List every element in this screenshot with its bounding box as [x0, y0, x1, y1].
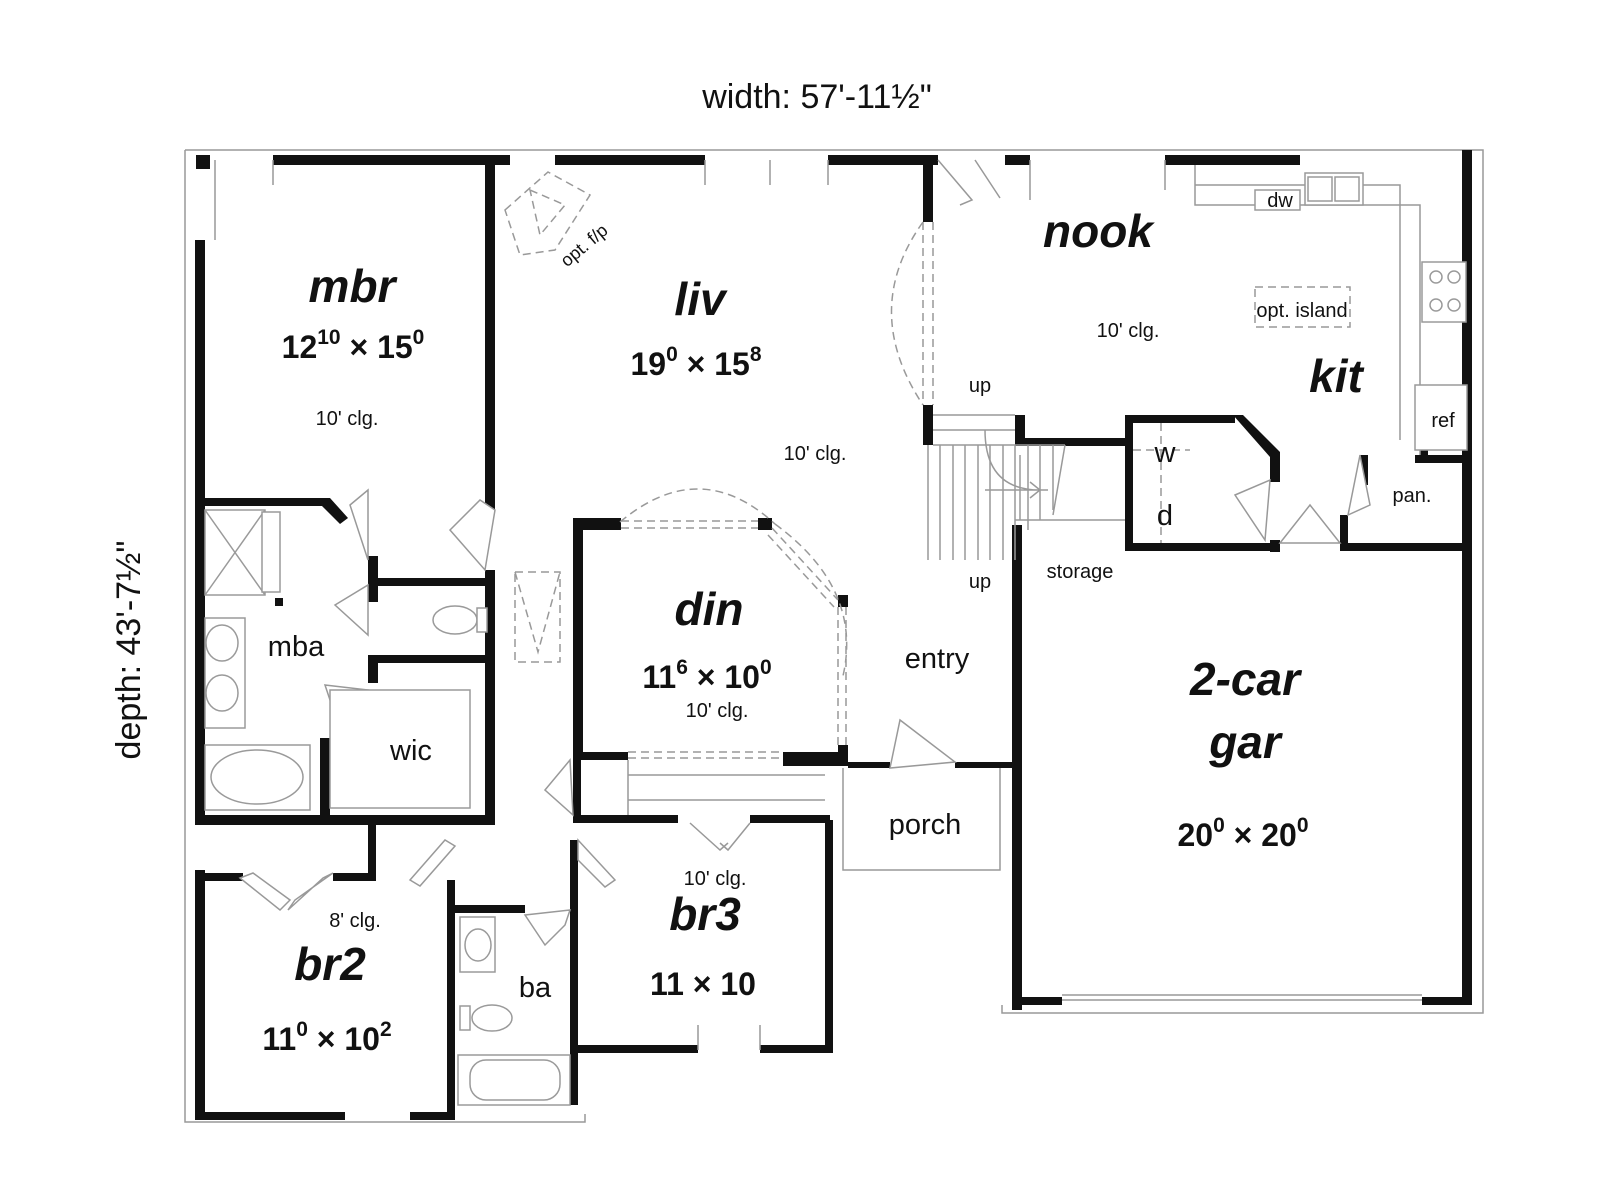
- overall-width-label: width: 57'-11½": [701, 78, 932, 116]
- walls: [195, 150, 1472, 1120]
- label-opt-fp: opt. f/p: [557, 220, 612, 271]
- room-name-nook: nook: [1043, 205, 1155, 257]
- room-name-kit: kit: [1309, 350, 1364, 402]
- label-porch: porch: [889, 809, 962, 841]
- label-dw: dw: [1267, 190, 1293, 212]
- room-name-br2: br2: [294, 938, 366, 990]
- room-name-mbr: mbr: [309, 260, 398, 312]
- label-washer: w: [1154, 437, 1177, 469]
- doors: [238, 159, 1371, 947]
- ceiling-note-br3: 10' clg.: [684, 868, 747, 890]
- room-dims-liv: 190 × 158: [630, 343, 761, 382]
- room-name-din: din: [675, 583, 744, 635]
- stairs: [927, 414, 1066, 560]
- ceiling-note-nook: 10' clg.: [1097, 320, 1160, 342]
- label-entry: entry: [905, 643, 970, 675]
- outline-lines: [184, 149, 1484, 1123]
- detail-lines: [214, 160, 1422, 1050]
- overall-depth-label: depth: 43'-7½": [110, 541, 148, 760]
- room-dims-din: 116 × 100: [642, 656, 771, 695]
- room-name-gar-line1: 2-car: [1189, 653, 1302, 705]
- room-name-gar-line2: gar: [1208, 716, 1283, 768]
- label-stairs-up-top: up: [969, 375, 991, 397]
- room-dims-gar: 200 × 200: [1177, 814, 1308, 853]
- ceiling-note-br2: 8' clg.: [329, 910, 381, 932]
- room-name-liv: liv: [674, 273, 728, 325]
- ceiling-note-liv: 10' clg.: [784, 443, 847, 465]
- room-dims-mbr: 1210 × 150: [282, 326, 425, 365]
- ceiling-note-mbr: 10' clg.: [316, 408, 379, 430]
- label-ref: ref: [1431, 410, 1455, 432]
- label-ba: ba: [519, 972, 552, 1004]
- label-mba: mba: [268, 631, 325, 663]
- label-pantry: pan.: [1393, 485, 1432, 507]
- room-dims-br3: 11 × 10: [650, 966, 756, 1002]
- label-opt-island: opt. island: [1256, 300, 1347, 322]
- label-wic: wic: [389, 735, 432, 767]
- dashed-features: [504, 171, 1351, 759]
- fixtures: [204, 172, 1468, 1106]
- label-stairs-up-bottom: up: [969, 571, 991, 593]
- room-name-br3: br3: [669, 888, 741, 940]
- label-dryer: d: [1157, 500, 1173, 532]
- ceiling-note-din: 10' clg.: [686, 700, 749, 722]
- room-dims-br2: 110 × 102: [262, 1018, 391, 1057]
- label-storage: storage: [1047, 561, 1114, 583]
